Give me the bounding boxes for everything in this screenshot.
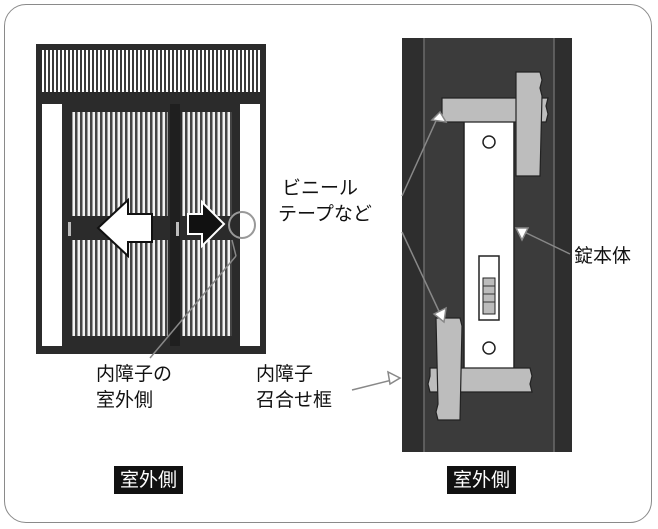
- side-panel-right: [240, 104, 260, 346]
- slide-arrow-right-icon: [187, 199, 226, 249]
- screw-hole-top: [482, 135, 496, 149]
- sash-right-upper: [182, 112, 232, 216]
- sliding-door-illustration: [36, 44, 266, 359]
- lock-closeup-illustration: [351, 38, 572, 452]
- frame-label-line2: 召合せ框: [256, 389, 333, 411]
- screw-hole-bottom: [482, 341, 496, 355]
- outdoor-side-badge-left: 室外側: [114, 466, 184, 494]
- latch-slot: [478, 255, 500, 321]
- transom-lattice: [42, 50, 260, 92]
- vinyl-tape-label-line2: テープなど: [278, 203, 372, 225]
- inner-shoji-label-line2: 室外側: [96, 389, 154, 411]
- vinyl-tape-label-line1: ビニール: [282, 177, 359, 199]
- lock-body-label: 錠本体: [574, 245, 632, 267]
- sash-left-upper: [72, 112, 168, 216]
- vinyl-tape-bottom: [427, 317, 533, 421]
- outdoor-side-badge-right: 室外側: [447, 466, 517, 494]
- location-circle: [228, 211, 256, 239]
- sash-right-lower: [182, 240, 232, 336]
- side-panel-left: [42, 104, 62, 346]
- open-arrow-left-icon: [96, 197, 153, 259]
- frame-label-line1: 内障子: [256, 363, 314, 385]
- vinyl-tape-top: [441, 71, 549, 177]
- lock-body-plate: [463, 115, 515, 377]
- inner-shoji-label-line1: 内障子の: [96, 363, 173, 385]
- sash-left-lower: [72, 240, 168, 336]
